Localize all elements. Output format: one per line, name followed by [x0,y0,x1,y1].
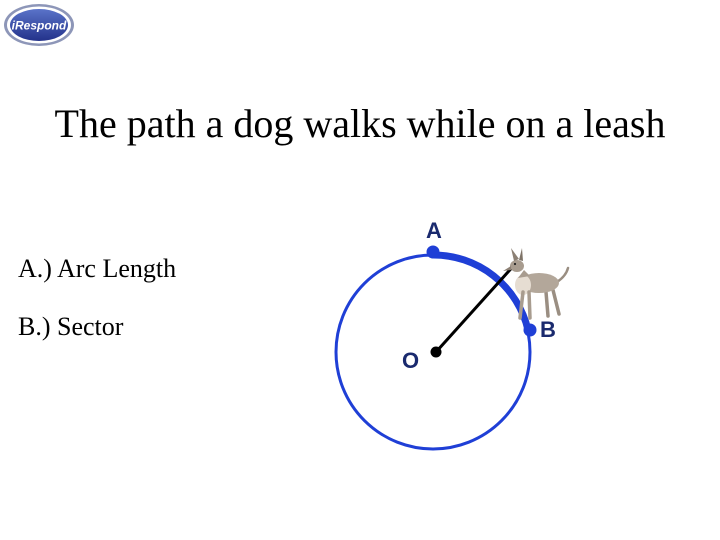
center-dot [430,346,442,358]
logo-text: iRespond [12,19,67,33]
leash-line [434,260,519,354]
label-a: A [426,218,442,243]
point-a-dot [426,245,440,259]
label-b: B [540,317,556,342]
arc-ab [429,251,532,334]
choice-b[interactable]: B.) Sector [18,312,124,341]
label-o: O [402,348,419,373]
slide-title: The path a dog walks while on a leash [54,101,666,146]
irespond-logo: iRespond [4,4,74,46]
point-b-dot [523,323,537,337]
choice-a[interactable]: A.) Arc Length [18,254,177,283]
dog-icon [503,248,570,320]
circle-diagram: A B O [334,218,570,451]
